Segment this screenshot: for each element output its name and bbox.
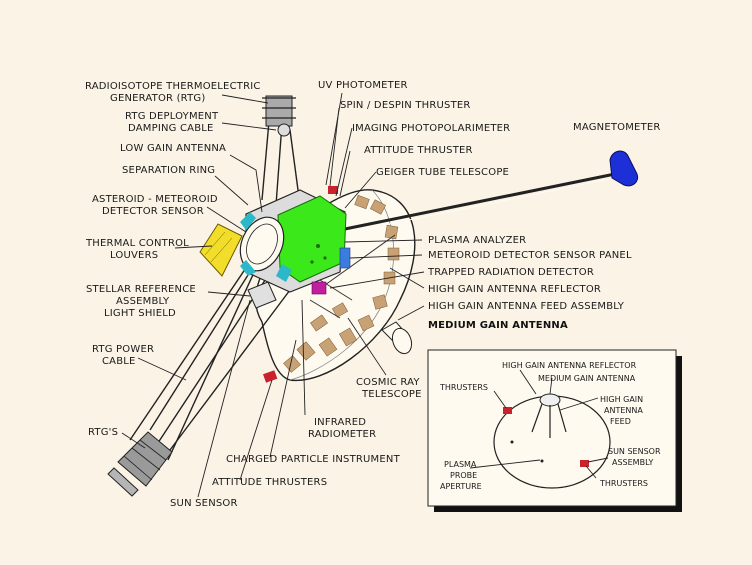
- label-stellar-line3: LIGHT SHIELD: [104, 308, 176, 319]
- rtg-units-bottom: [107, 431, 173, 497]
- inset-label-hga-reflector: HIGH GAIN ANTENNA REFLECTOR: [502, 361, 637, 370]
- label-charged-particle: CHARGED PARTICLE INSTRUMENT: [226, 454, 401, 465]
- label-separation-ring: SEPARATION RING: [122, 165, 215, 176]
- label-medium-gain: MEDIUM GAIN ANTENNA: [428, 320, 568, 331]
- label-hga-reflector: HIGH GAIN ANTENNA REFLECTOR: [428, 284, 601, 295]
- label-plasma-analyzer: PLASMA ANALYZER: [428, 235, 526, 246]
- inset-label-hga-feed-line1: HIGH GAIN: [600, 395, 643, 404]
- label-stellar-line1: STELLAR REFERENCE: [86, 284, 196, 295]
- label-geiger: GEIGER TUBE TELESCOPE: [376, 167, 509, 178]
- leader-lines: [121, 92, 425, 498]
- label-sun-sensor: SUN SENSOR: [170, 498, 238, 509]
- label-spin-despin: SPIN / DESPIN THRUSTER: [340, 100, 471, 111]
- label-asteroid-line1: ASTEROID - METEOROID: [92, 194, 218, 205]
- label-rtg-cable-line1: RTG DEPLOYMENT: [125, 111, 219, 122]
- inset-label-sun-sensor-line1: SUN SENSOR: [608, 447, 661, 456]
- inset-label-thrusters-top: THRUSTERS: [439, 383, 488, 392]
- magnetometer-sensor: [609, 150, 639, 187]
- inset-label-sun-sensor-line2: ASSEMBLY: [612, 458, 653, 467]
- label-cosmic-ray-line1: COSMIC RAY: [356, 377, 420, 388]
- label-attitude-thruster: ATTITUDE THRUSTER: [364, 145, 473, 156]
- label-rtg-line1: RADIOISOTOPE THERMOELECTRIC: [85, 81, 261, 92]
- thermal-control-louvers: [199, 223, 243, 277]
- label-rtgs: RTG'S: [88, 427, 118, 438]
- inset-label-thrusters-bottom: THRUSTERS: [599, 479, 648, 488]
- inset-label-plasma-line3: APERTURE: [440, 482, 482, 491]
- label-low-gain: LOW GAIN ANTENNA: [120, 143, 226, 154]
- labels-right: UV PHOTOMETER SPIN / DESPIN THRUSTER IMA…: [170, 80, 661, 509]
- equipment-compartment: [239, 186, 351, 383]
- label-rtg-power-line1: RTG POWER: [92, 344, 154, 355]
- label-magnetometer: MAGNETOMETER: [573, 122, 661, 133]
- label-thermal-line1: THERMAL CONTROL: [85, 238, 189, 249]
- label-uv-photometer: UV PHOTOMETER: [318, 80, 408, 91]
- medium-gain-antenna: [381, 321, 413, 355]
- inset-label-hga-feed-line3: FEED: [610, 417, 631, 426]
- inset-label-hga-feed-line2: ANTENNA: [604, 406, 643, 415]
- label-stellar-line2: ASSEMBLY: [116, 296, 170, 307]
- label-infrared-line2: RADIOMETER: [308, 429, 376, 440]
- inset-label-plasma-line1: PLASMA: [444, 460, 477, 469]
- rtg-unit-top: [262, 95, 296, 137]
- magnetometer-boom: [339, 172, 616, 235]
- label-rtg-cable-line2: DAMPING CABLE: [128, 123, 214, 134]
- label-trapped-radiation: TRAPPED RADIATION DETECTOR: [427, 267, 594, 278]
- inset-panel: HIGH GAIN ANTENNA REFLECTOR MEDIUM GAIN …: [427, 349, 682, 512]
- inset-label-plasma-line2: PROBE: [450, 471, 477, 480]
- label-cosmic-ray-line2: TELESCOPE: [361, 389, 422, 400]
- label-imaging: IMAGING PHOTOPOLARIMETER: [352, 123, 510, 134]
- inset-label-medium-gain: MEDIUM GAIN ANTENNA: [538, 374, 636, 383]
- label-rtg-power-line2: CABLE: [102, 356, 136, 367]
- label-hga-feed-assembly: HIGH GAIN ANTENNA FEED ASSEMBLY: [428, 301, 625, 312]
- label-attitude-thrusters: ATTITUDE THRUSTERS: [212, 477, 327, 488]
- label-rtg-line2: GENERATOR (RTG): [110, 93, 205, 104]
- label-thermal-line2: LOUVERS: [110, 250, 158, 261]
- label-infrared-line1: INFRARED: [314, 417, 366, 428]
- label-meteoroid-panel: METEOROID DETECTOR SENSOR PANEL: [428, 250, 632, 261]
- label-asteroid-line2: DETECTOR SENSOR: [102, 206, 204, 217]
- labels-left: RADIOISOTOPE THERMOELECTRIC GENERATOR (R…: [85, 81, 261, 438]
